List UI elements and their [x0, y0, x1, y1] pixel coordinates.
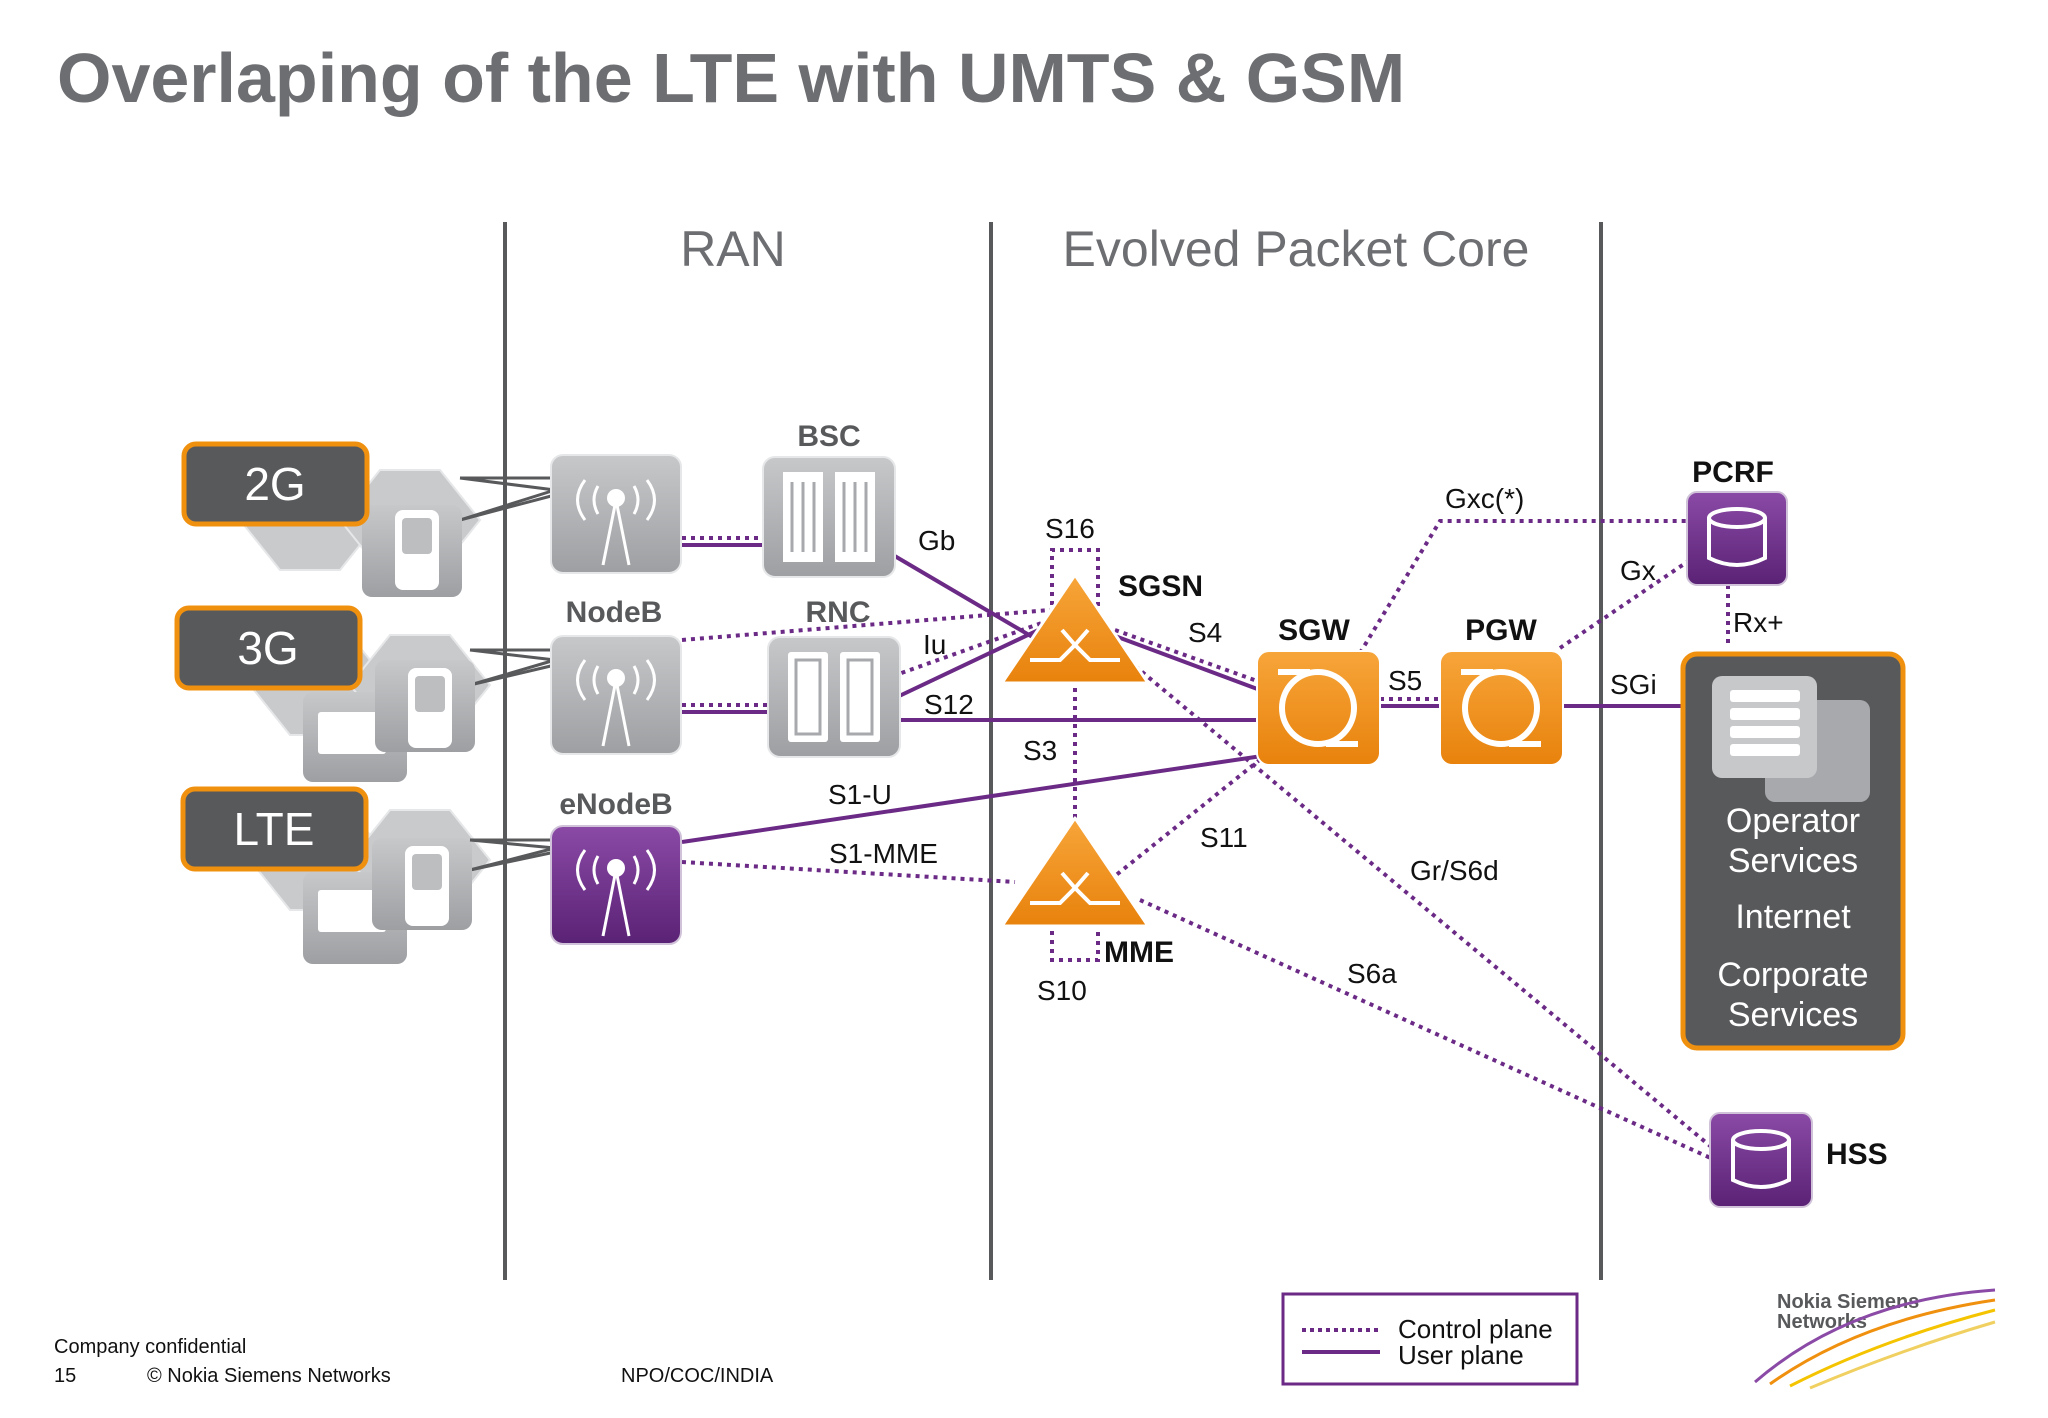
iface-s1u: S1-U	[828, 779, 892, 810]
iface-gxc: Gxc(*)	[1445, 483, 1524, 514]
iface-gx: Gx	[1620, 555, 1656, 586]
logo-line2: Networks	[1777, 1311, 1867, 1333]
ran-heading: RAN	[680, 221, 786, 277]
interface-labels: Gb Iu S12 S16 S4 S3 S1-U S1-MME S11 S10 …	[828, 483, 1784, 1006]
iface-s11: S11	[1200, 822, 1248, 853]
iface-s12: S12	[924, 689, 974, 720]
enodeb-label: eNodeB	[559, 788, 672, 821]
operator-services-line1: Operator	[1726, 802, 1860, 840]
iface-s3: S3	[1023, 735, 1057, 766]
label-2g: 2G	[244, 458, 305, 510]
iface-sgi: SGi	[1610, 669, 1657, 700]
label-lte: LTE	[234, 803, 315, 855]
hss	[1709, 1112, 1813, 1208]
pgw	[1439, 650, 1564, 766]
sgsn	[1000, 573, 1150, 685]
iface-s16: S16	[1045, 513, 1095, 544]
mme	[1000, 816, 1150, 928]
control-plane-links	[681, 519, 1730, 1162]
section-dividers	[503, 222, 1603, 1280]
legend-control-label: Control plane	[1398, 1314, 1553, 1344]
iface-s5: S5	[1388, 665, 1422, 696]
legend-user-label: User plane	[1398, 1340, 1524, 1370]
mme-label: MME	[1104, 936, 1174, 969]
label-lte-box: LTE	[180, 786, 369, 872]
services-box: Operator Services Internet Corporate Ser…	[1680, 651, 1906, 1051]
footer-department: NPO/COC/INDIA	[621, 1365, 774, 1387]
footer-copyright: © Nokia Siemens Networks	[147, 1365, 391, 1387]
pgw-label: PGW	[1465, 614, 1537, 647]
footer-page-number: 15	[54, 1365, 77, 1387]
operator-services-line2: Services	[1728, 842, 1858, 880]
server-icon	[1712, 676, 1870, 802]
bsc-label: BSC	[797, 420, 860, 453]
iface-s10: S10	[1037, 975, 1087, 1006]
bsc	[762, 456, 896, 578]
pcrf	[1686, 491, 1788, 586]
label-3g-box: 3G	[174, 605, 363, 691]
corporate-services-line1: Corporate	[1717, 956, 1868, 994]
iface-gr-s6d: Gr/S6d	[1410, 855, 1499, 886]
nodeb-label: NodeB	[566, 596, 663, 629]
footer-confidential: Company confidential	[54, 1336, 247, 1358]
epc-heading: Evolved Packet Core	[1063, 221, 1530, 277]
pcrf-label: PCRF	[1692, 456, 1774, 489]
corporate-services-line2: Services	[1728, 996, 1858, 1034]
slide-title: Overlaping of the LTE with UMTS & GSM	[57, 39, 1406, 117]
label-2g-box: 2G	[181, 441, 370, 527]
sgw-label: SGW	[1278, 614, 1350, 647]
label-3g: 3G	[237, 622, 298, 674]
rnc-label: RNC	[806, 596, 871, 629]
legend: Control plane User plane	[1281, 1292, 1579, 1386]
nodeb	[550, 635, 682, 755]
iface-s4: S4	[1188, 617, 1222, 648]
iface-gb: Gb	[918, 525, 955, 556]
company-logo: Nokia Siemens Networks	[1754, 1288, 1996, 1390]
iface-s6a: S6a	[1347, 958, 1397, 989]
iface-s1mme: S1-MME	[829, 838, 938, 869]
sgw	[1256, 650, 1381, 766]
hss-label: HSS	[1826, 1138, 1888, 1171]
rnc	[767, 636, 901, 758]
logo-line1: Nokia Siemens	[1777, 1291, 1919, 1313]
sgsn-label: SGSN	[1118, 570, 1203, 603]
enodeb	[550, 825, 682, 945]
bts-2g	[550, 454, 682, 574]
internet-label: Internet	[1735, 898, 1851, 936]
iface-rx: Rx+	[1733, 607, 1784, 638]
iface-iu: Iu	[923, 629, 946, 660]
